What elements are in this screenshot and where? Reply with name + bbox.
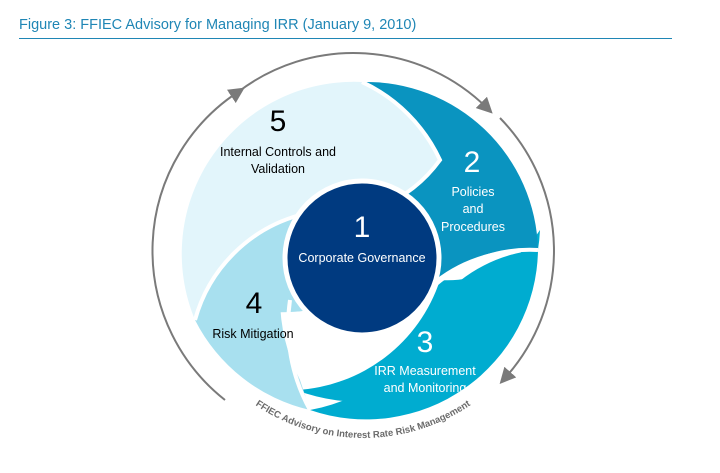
segment-4-line-1: Risk Mitigation: [212, 327, 293, 341]
segment-2-line-1: Policies: [451, 185, 494, 199]
segment-2-line-2: and: [463, 202, 484, 216]
ring-arc-left: [151, 87, 245, 401]
separator-2-3: [433, 247, 539, 287]
segment-4-body: [195, 215, 310, 410]
ring-arc-top: [237, 52, 493, 114]
center-circle: [282, 178, 442, 338]
center-label: Corporate Governance: [298, 251, 425, 265]
separator-4-5: [193, 213, 301, 321]
title-rule: [19, 38, 672, 39]
segment-5-number: 5: [270, 105, 287, 138]
figure-title: Figure 3: FFIEC Advisory for Managing IR…: [19, 17, 417, 33]
segment-4-number: 4: [246, 287, 263, 320]
ring-arc-right: [499, 117, 555, 384]
separator-3-4: [286, 299, 312, 411]
segment-5-line-2: Validation: [251, 162, 305, 176]
segment-3-number: 3: [417, 326, 434, 359]
segment-2-number: 2: [464, 146, 481, 179]
segment-3-body: [310, 250, 538, 420]
segment-5-line-1: Internal Controls and: [220, 145, 336, 159]
segment-3-line-2: and Monitoring: [384, 381, 467, 395]
center-number: 1: [354, 211, 371, 244]
segment-3-line-1: IRR Measurement: [374, 364, 476, 378]
segment-2-line-3: Procedures: [441, 220, 505, 234]
